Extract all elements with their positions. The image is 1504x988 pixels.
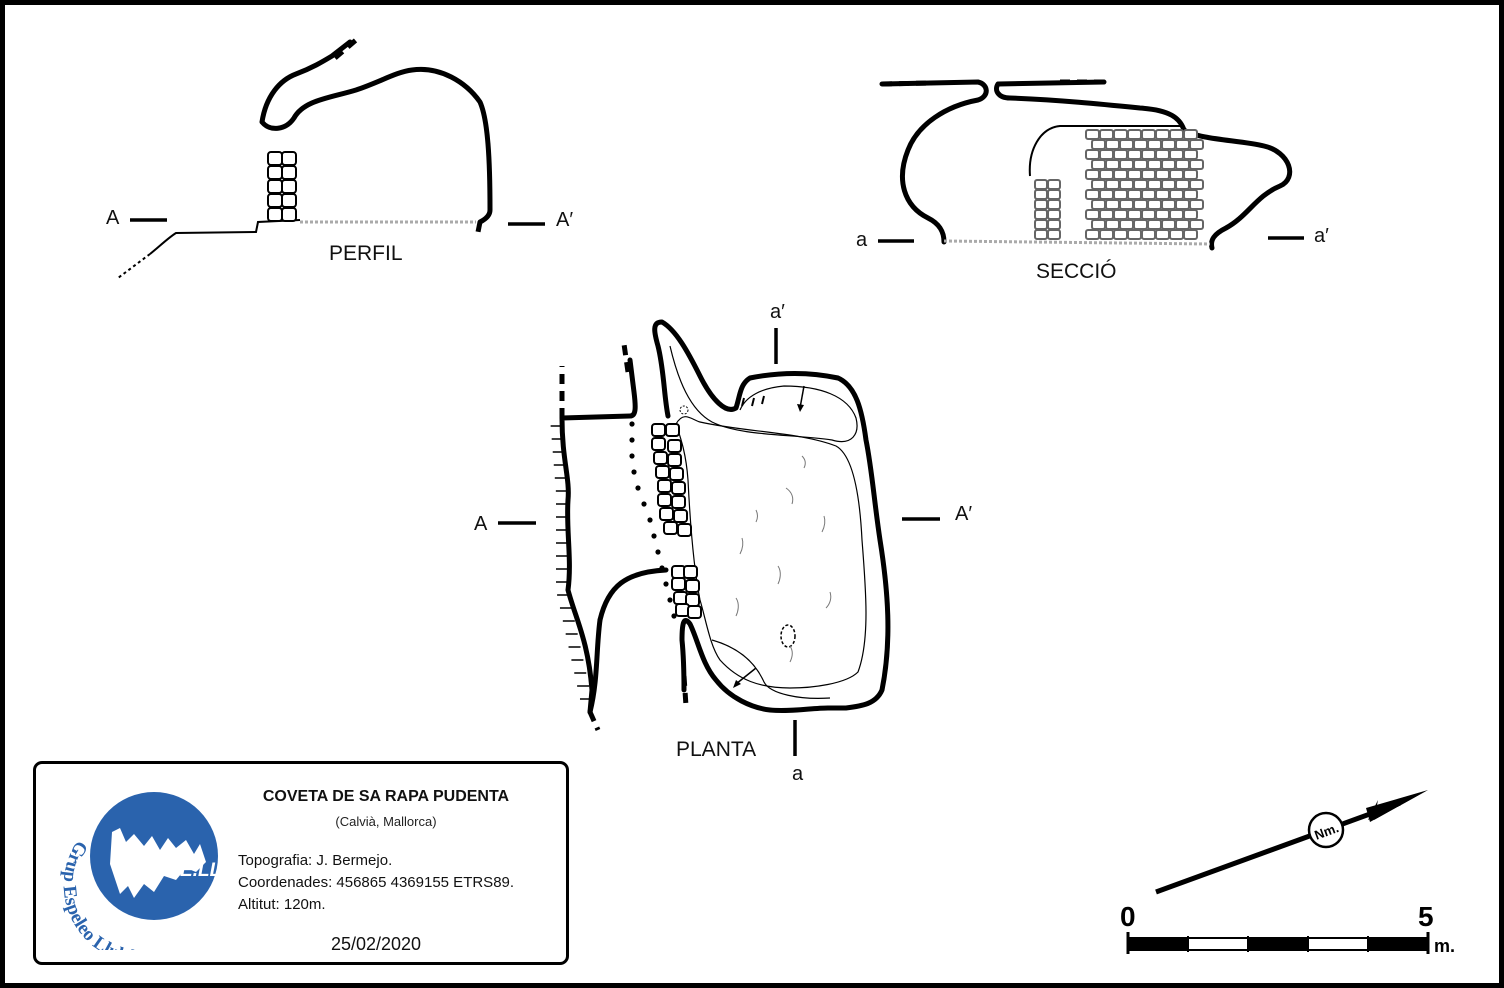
cross-section-view: a a′ SECCIÓ <box>856 79 1329 283</box>
profile-ground-dotted <box>117 253 151 279</box>
north-arrow-circle <box>1307 811 1345 849</box>
plan-rock-dots <box>629 421 677 619</box>
section-block-walls <box>1034 129 1204 240</box>
gell-logo: G.E.LL. Grup Espeleo Llubí <box>59 792 226 950</box>
logo-cave-shape <box>110 828 206 898</box>
survey-date: 25/02/2020 <box>330 934 422 954</box>
topography-credit: Topografia: J. Bermejo. <box>238 852 393 869</box>
plan-marker-a-prime-upper: a′ <box>770 301 785 323</box>
profile-marker-a: A <box>106 207 120 229</box>
section-label: SECCIÓ <box>1036 260 1117 283</box>
plan-small-hole <box>679 405 689 415</box>
section-marker-a: a <box>856 229 868 251</box>
plan-ledge-ticks <box>741 395 765 407</box>
plan-west-open-3 <box>587 710 601 732</box>
plan-west-wall-hatch <box>550 425 592 700</box>
scale-unit-label: m. <box>1434 936 1455 956</box>
profile-roof-open-end <box>333 38 358 60</box>
scale-end-label: 5 <box>1418 901 1434 932</box>
plan-marker-a-prime: A′ <box>955 503 972 525</box>
cave-location: (Calvià, Mallorca) <box>335 814 437 829</box>
profile-block-wall <box>267 151 297 222</box>
plan-inner-contour-2 <box>669 345 858 443</box>
scale-bar: 0 5 m. <box>1120 901 1455 956</box>
plan-marker-a: A <box>474 513 488 535</box>
profile-view: A A′ PERFIL <box>106 38 573 279</box>
profile-label: PERFIL <box>329 242 403 265</box>
cave-name: COVETA DE SA RAPA PUDENTA <box>262 788 510 805</box>
plan-west-open-1 <box>621 343 631 373</box>
section-marker-a-prime: a′ <box>1314 225 1329 247</box>
section-roof-left-open <box>881 80 931 87</box>
plan-block-wall <box>651 423 702 619</box>
profile-roof-outline <box>259 39 493 225</box>
profile-ground-line <box>149 219 301 255</box>
plan-marker-a-lower: a <box>792 763 804 785</box>
profile-marker-a-prime: A′ <box>556 209 573 231</box>
plan-main-wall <box>652 319 891 714</box>
plan-view: A A′ a a′ PLANTA <box>474 301 972 785</box>
plan-south-wall-open <box>681 675 689 707</box>
profile-floor-gap <box>475 221 483 233</box>
north-arrow: Nm. <box>1155 790 1428 895</box>
plan-pit <box>780 624 796 648</box>
plan-label: PLANTA <box>676 738 756 761</box>
plan-inner-contour-3 <box>711 639 831 699</box>
scale-start-label: 0 <box>1120 901 1136 932</box>
coordinates: Coordenades: 456865 4369155 ETRS89. <box>238 874 515 891</box>
plan-floor-marks <box>735 455 832 663</box>
section-floor-sediment <box>943 239 1211 246</box>
plan-west-lower <box>587 617 603 715</box>
plan-west-passage <box>559 357 669 715</box>
altitude: Altitut: 120m. <box>238 896 326 913</box>
plan-inner-contour <box>675 416 867 689</box>
info-box: G.E.LL. Grup Espeleo Llubí COVETA DE SA … <box>33 761 569 965</box>
logo-acronym: G.E.LL. <box>160 860 226 881</box>
section-outline <box>879 79 1293 251</box>
scale-segments <box>1127 936 1429 952</box>
plan-slope-arrows <box>733 385 805 688</box>
section-inner-outline <box>1028 125 1180 177</box>
